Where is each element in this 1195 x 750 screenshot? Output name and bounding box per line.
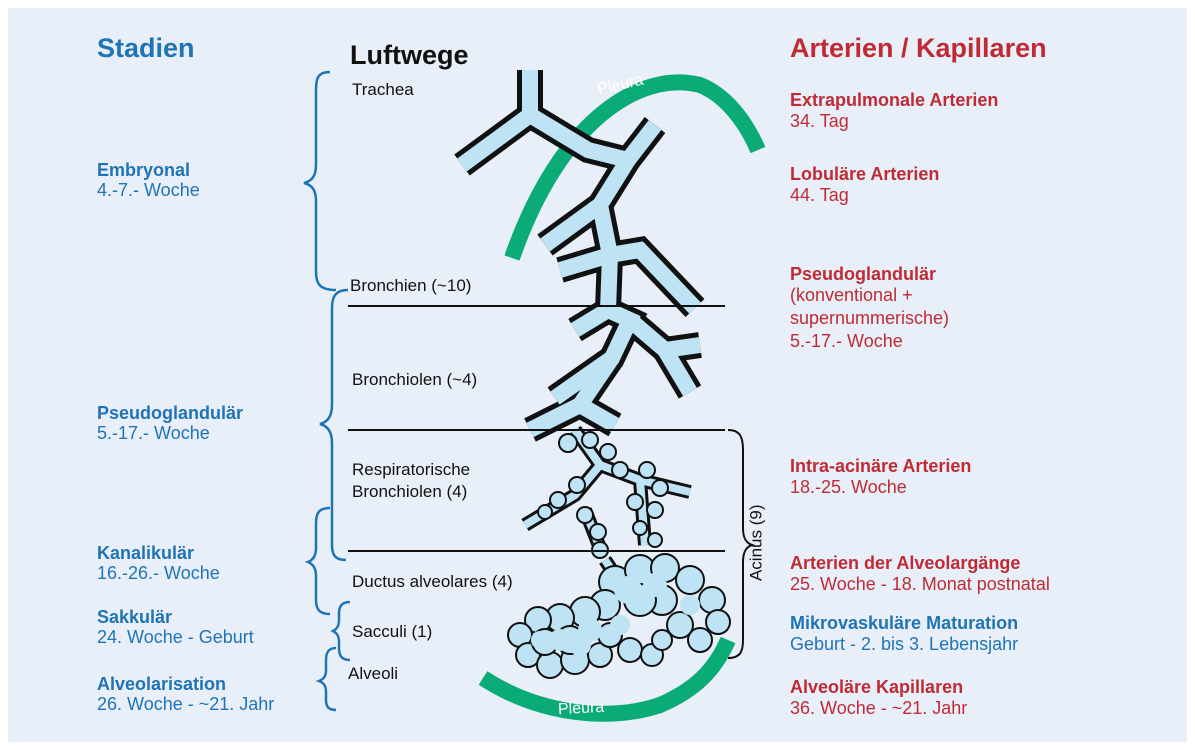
stage-time: 24. Woche - Geburt: [97, 627, 254, 648]
stage-time: 16.-26.- Woche: [97, 563, 220, 584]
artery-time: 44. Tag: [790, 185, 849, 206]
artery-name: Extrapulmonale Arterien: [790, 90, 998, 111]
artery-detail: (konventional +: [790, 285, 913, 306]
header-stadien: Stadien: [97, 33, 195, 64]
artery-name: Alveoläre Kapillaren: [790, 677, 963, 698]
artery-time: 25. Woche - 18. Monat postnatal: [790, 574, 1050, 595]
stage-name: Alveolarisation: [97, 674, 226, 695]
airway-label: Bronchiolen (4): [352, 482, 467, 502]
artery-time: 36. Woche - ~21. Jahr: [790, 698, 967, 719]
stage-name: Pseudoglandulär: [97, 403, 243, 424]
airway-label: Respiratorische: [352, 460, 470, 480]
artery-detail: supernummerische): [790, 308, 949, 329]
header-luftwege: Luftwege: [350, 40, 469, 71]
stage-time: 4.-7.- Woche: [97, 180, 200, 201]
artery-name: Intra-acinäre Arterien: [790, 456, 971, 477]
pleura-label-bottom: Pleura: [558, 699, 605, 720]
artery-name: Arterien der Alveolargänge: [790, 553, 1020, 574]
airway-label: Ductus alveolares (4): [352, 572, 513, 592]
artery-time: 34. Tag: [790, 111, 849, 132]
artery-name: Mikrovaskuläre Maturation: [790, 613, 1018, 634]
artery-name: Lobuläre Arterien: [790, 164, 939, 185]
stage-name: Embryonal: [97, 160, 190, 181]
stage-name: Sakkulär: [97, 607, 172, 628]
airway-label: Alveoli: [348, 664, 398, 684]
airway-label: Trachea: [352, 80, 414, 100]
artery-time: 5.-17.- Woche: [790, 331, 903, 352]
artery-time: 18.-25. Woche: [790, 477, 907, 498]
header-arterien: Arterien / Kapillaren: [790, 33, 1047, 64]
artery-name: Pseudoglandulär: [790, 264, 936, 285]
airway-label: Sacculi (1): [352, 622, 432, 642]
stage-time: 26. Woche - ~21. Jahr: [97, 694, 274, 715]
airway-label: Bronchiolen (~4): [352, 370, 477, 390]
stage-name: Kanalikulär: [97, 543, 194, 564]
alveolar-buds: [538, 432, 668, 558]
stage-braces: [304, 72, 350, 710]
artery-time: Geburt - 2. bis 3. Lebensjahr: [790, 634, 1018, 655]
acinus-label: Acinus (9): [746, 505, 766, 582]
airway-label: Bronchien (~10): [350, 276, 471, 296]
stage-time: 5.-17.- Woche: [97, 423, 210, 444]
